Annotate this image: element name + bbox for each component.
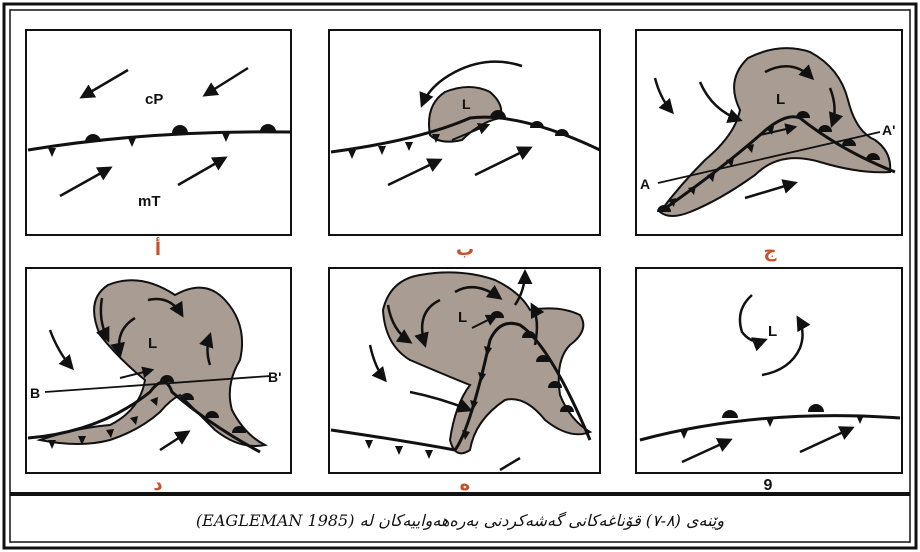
panel-d: L B B' (26, 268, 291, 473)
a-prime-label: A' (882, 122, 895, 138)
b-prime-label: B' (268, 369, 281, 385)
l-label-d: L (148, 335, 157, 352)
l-label-b: L (462, 96, 471, 112)
panel-c: L A A' (636, 30, 902, 235)
mt-label: mT (138, 193, 161, 210)
panel-d-letter: د (153, 474, 162, 495)
panel-f-letter: 9 (764, 477, 773, 494)
l-label-f: L (768, 323, 777, 340)
panel-c-letter: ج (764, 241, 777, 262)
l-label-c: L (776, 91, 785, 108)
figure-caption: وێنەی (٨-٧) قۆناغەکانی گەشەکردنی بەرەھەو… (10, 504, 910, 538)
panel-b: L (329, 30, 600, 235)
a-label: A (640, 176, 650, 192)
cp-label: cP (145, 91, 163, 108)
l-label-e: L (458, 309, 467, 326)
panel-b-letter: ب (456, 239, 474, 260)
panel-a: cP mT (26, 30, 291, 235)
panel-a-letter: أ (155, 237, 161, 260)
panel-f: L (636, 268, 902, 473)
panel-e-letter: ه (460, 474, 471, 495)
panel-e: L (329, 268, 600, 473)
b-label: B (30, 385, 40, 401)
